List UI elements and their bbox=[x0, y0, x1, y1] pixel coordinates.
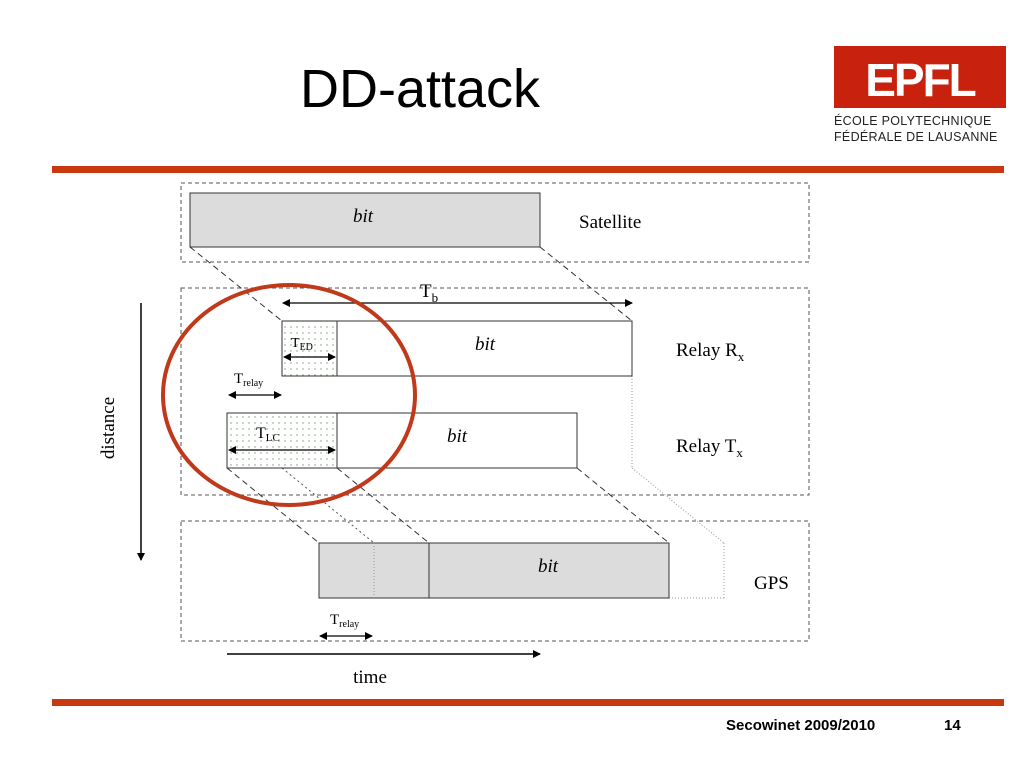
tlc-region bbox=[227, 413, 337, 468]
tb-label: Tb bbox=[420, 281, 438, 305]
projection-line bbox=[631, 467, 725, 544]
distance-axis-label: distance bbox=[98, 397, 119, 459]
projection-line bbox=[576, 467, 670, 544]
highlight-circle bbox=[161, 283, 417, 507]
gps-group-box bbox=[180, 520, 810, 642]
relay-group-box bbox=[180, 287, 810, 496]
relay-rx-bit-box bbox=[281, 320, 633, 377]
bottom-rule bbox=[52, 699, 1004, 706]
relay-tx-bit-label: bit bbox=[447, 426, 468, 447]
projection-line bbox=[189, 246, 283, 322]
gps-bit-box bbox=[318, 542, 670, 599]
satellite-group-box bbox=[180, 182, 810, 263]
slide-title: DD-attack bbox=[300, 59, 541, 119]
top-rule bbox=[52, 166, 1004, 173]
epfl-logo-mark: EPFL bbox=[865, 54, 975, 106]
logo-line-1: ÉCOLE POLYTECHNIQUE bbox=[834, 114, 992, 128]
relay-rx-bit-label: bit bbox=[475, 334, 496, 355]
epfl-logo: EPFL bbox=[834, 46, 1006, 108]
time-axis-label: time bbox=[353, 667, 387, 688]
satellite-label: Satellite bbox=[579, 212, 641, 233]
ted-label: TED bbox=[291, 336, 313, 353]
page-number: 14 bbox=[944, 717, 961, 734]
relay-rx-label: Relay Rx bbox=[676, 340, 745, 364]
footer-course: Secowinet 2009/2010 bbox=[726, 717, 876, 734]
projection-line bbox=[539, 246, 633, 322]
gps-label: GPS bbox=[754, 573, 789, 594]
projection-line bbox=[336, 467, 430, 544]
tlc-label: TLC bbox=[256, 425, 280, 444]
trelay-label: Trelay bbox=[234, 371, 263, 389]
relay-tx-label: Relay Tx bbox=[676, 436, 743, 460]
trelay-gps-label: Trelay bbox=[330, 612, 359, 630]
ted-region bbox=[282, 321, 337, 376]
relay-tx-bit-box bbox=[226, 412, 578, 469]
gps-bit-label: bit bbox=[538, 556, 559, 577]
satellite-bit-label: bit bbox=[353, 206, 374, 227]
logo-line-2: FÉDÉRALE DE LAUSANNE bbox=[834, 130, 998, 144]
satellite-bit-box bbox=[189, 192, 541, 248]
